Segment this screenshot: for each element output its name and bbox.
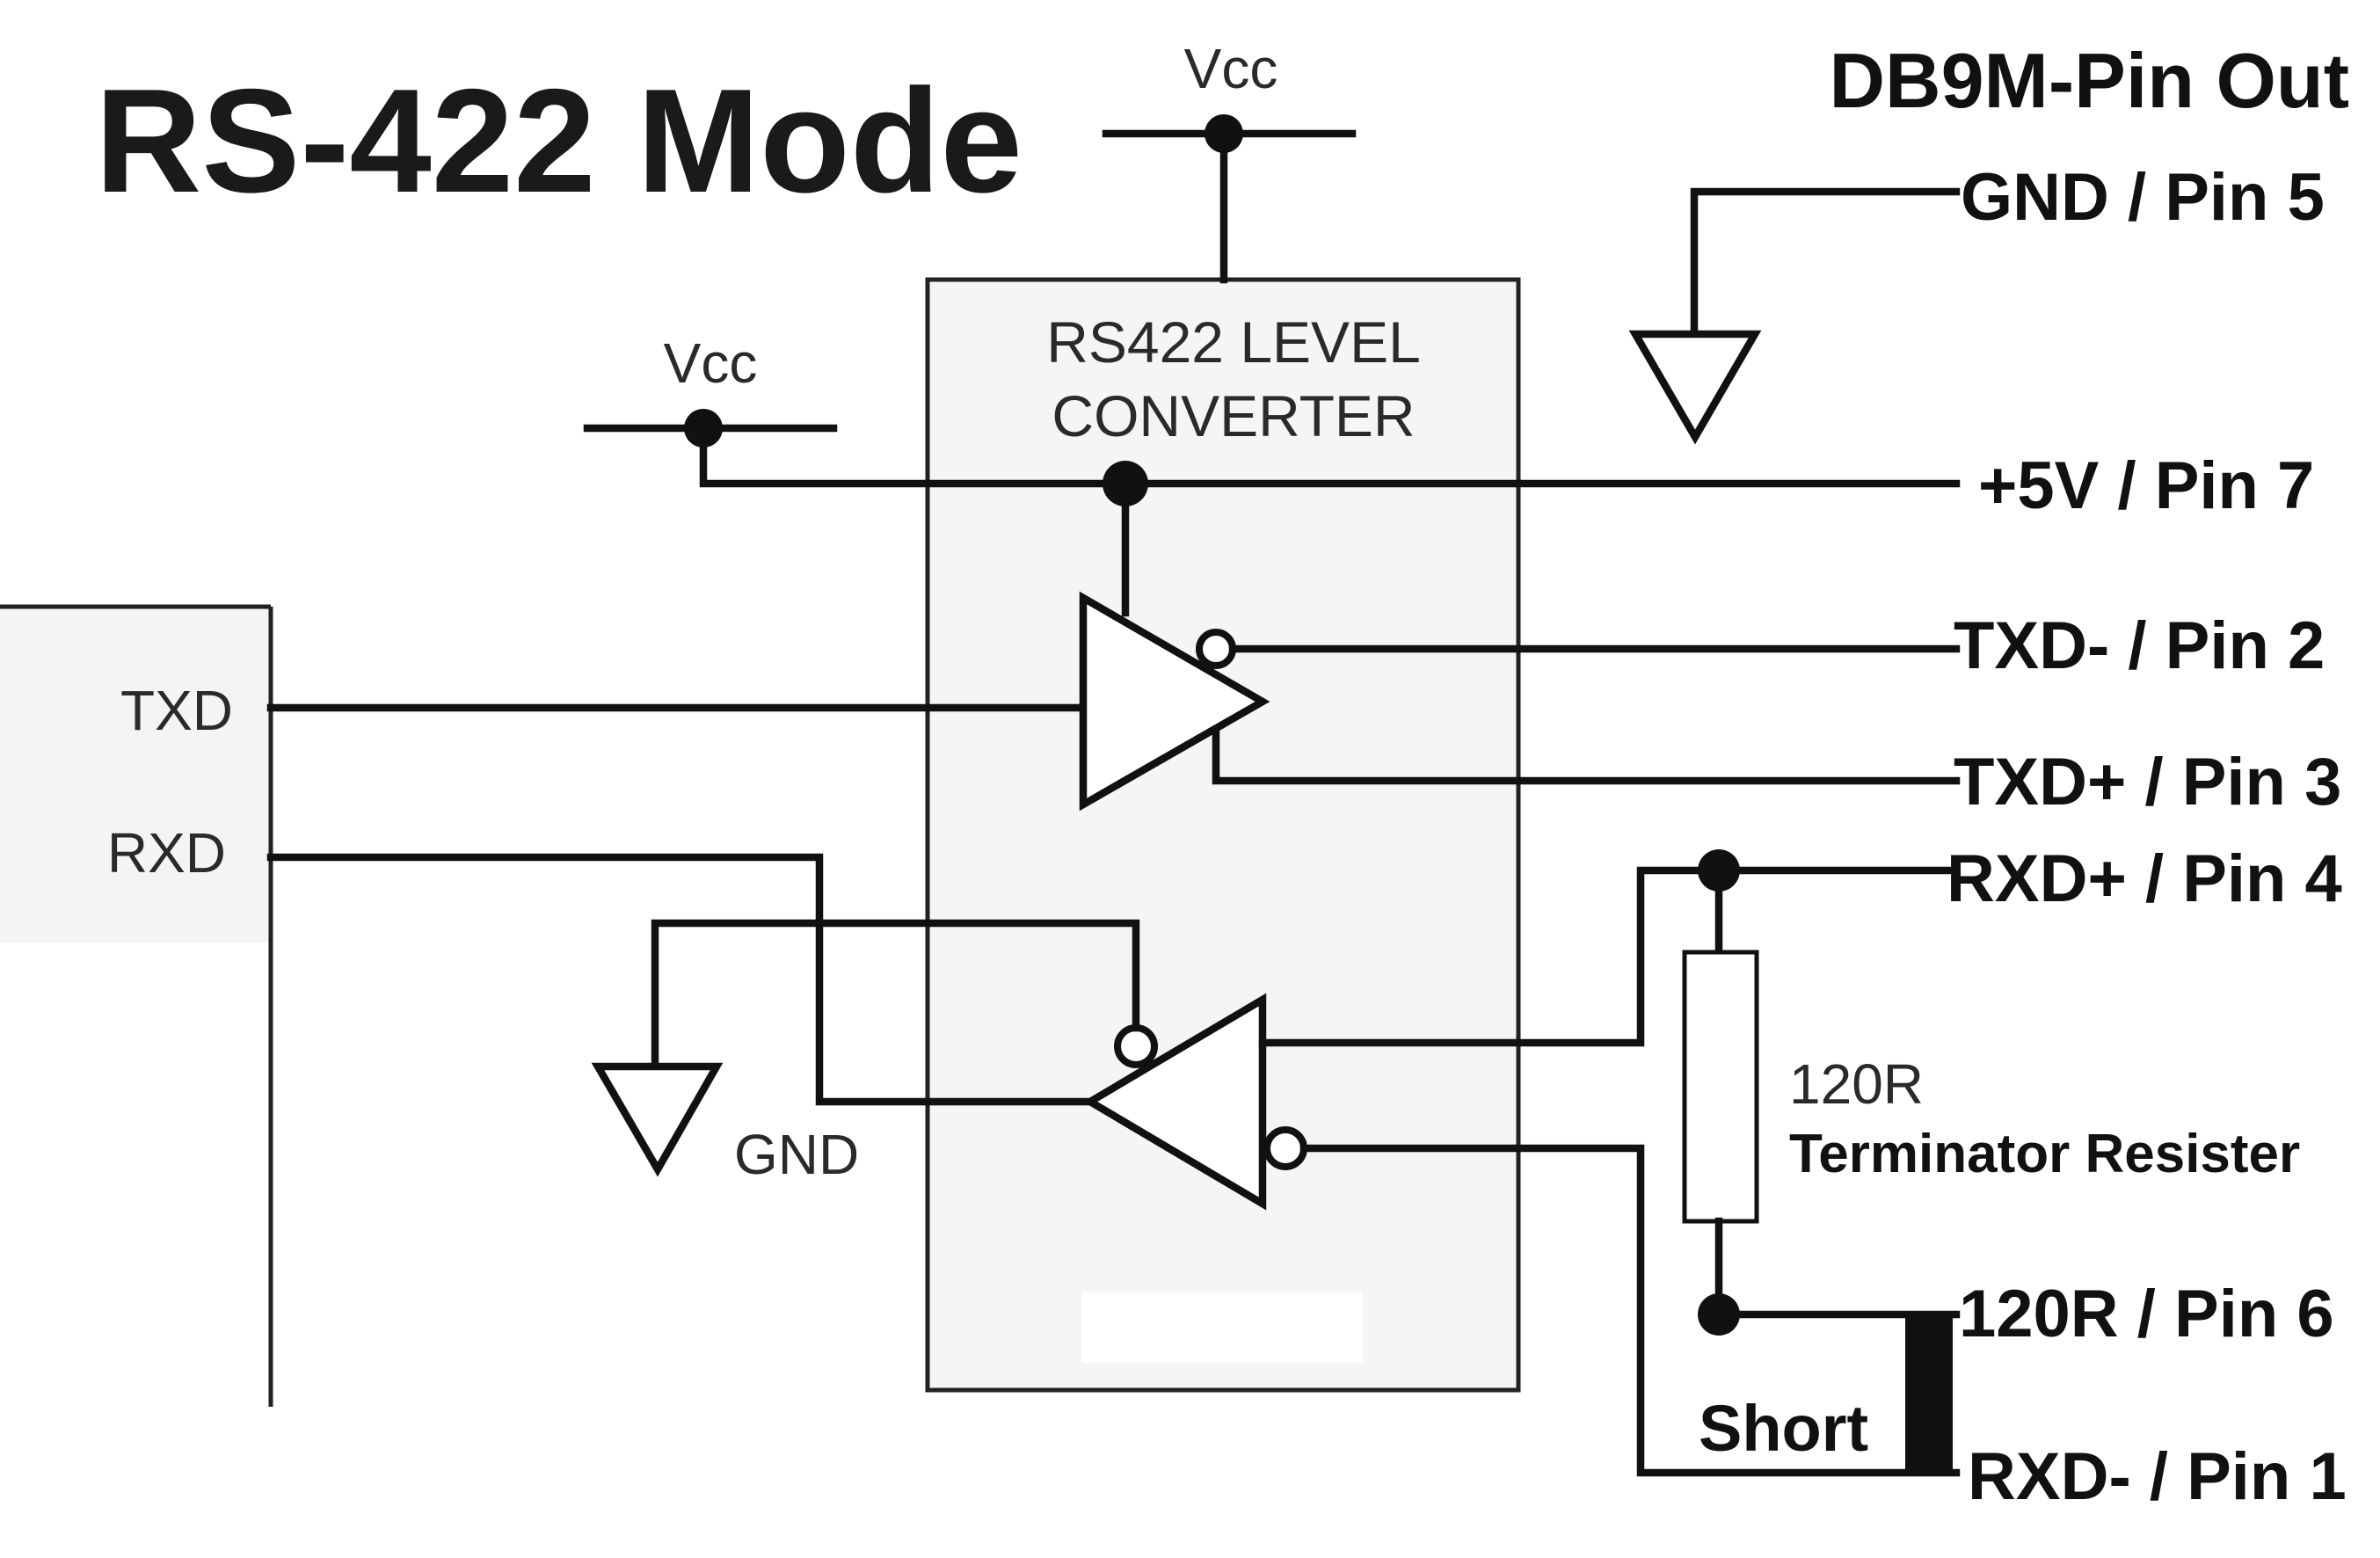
- gnd-symbol-right: [1628, 330, 1762, 445]
- converter-label-line1: RS422 LEVEL: [1046, 309, 1421, 375]
- uart-block: [0, 607, 271, 943]
- resistor-caption: Terminator Resister: [1789, 1124, 2300, 1184]
- converter-label-blank: [1081, 1292, 1363, 1363]
- rxd-plus-wire: [1258, 866, 1961, 1047]
- short-label: Short: [1699, 1392, 1868, 1465]
- pin-label-rxd-plus: RXD+ / Pin 4: [1947, 841, 2342, 916]
- rxd-minus-wire: [1299, 1144, 1961, 1477]
- vcc-5v-line: [699, 424, 1961, 488]
- tx-driver-inverting-bubble: [1196, 629, 1236, 669]
- vcc-top-label: Vcc: [1184, 37, 1278, 100]
- pin-label-120r: 120R / Pin 6: [1959, 1277, 2334, 1351]
- pin-label-gnd: GND / Pin 5: [1961, 160, 2325, 235]
- gnd-label: GND: [734, 1123, 859, 1186]
- rx-inverting-bubble: [1263, 1126, 1307, 1170]
- pin-label-5v: +5V / Pin 7: [1978, 448, 2314, 523]
- terminator-resistor: [1682, 950, 1759, 1224]
- gnd-pin-wire: [1690, 187, 1961, 339]
- uart-txd-label: TXD: [120, 679, 233, 742]
- short-jumper-bar: [1905, 1316, 1953, 1475]
- pin-label-rxd-minus: RXD- / Pin 1: [1968, 1439, 2347, 1514]
- vcc-top-junction: [1205, 114, 1243, 153]
- uart-rxd-label: RXD: [107, 821, 226, 885]
- txd-plus-wire: [1212, 725, 1961, 785]
- rxd-wire: [266, 853, 1095, 1106]
- level-converter-box: [925, 277, 1521, 1393]
- pin-label-txd-minus: TXD- / Pin 2: [1954, 608, 2325, 683]
- tx-driver: [1079, 591, 1270, 812]
- resistor-value-label: 120R: [1789, 1052, 1924, 1116]
- rx-enable-gnd-wire: [651, 919, 1140, 1068]
- rx-enable-bubble: [1114, 1024, 1158, 1068]
- converter-label-line2: CONVERTER: [1052, 383, 1415, 448]
- pin-label-txd-plus: TXD+ / Pin 3: [1954, 745, 2341, 819]
- pinout-heading: DB9M-Pin Out: [1829, 37, 2349, 124]
- vcc-left-label: Vcc: [664, 331, 758, 395]
- rx-receiver: [1082, 993, 1267, 1211]
- gnd-symbol-left: [591, 1062, 724, 1177]
- page-title: RS-422 Mode: [95, 58, 1023, 223]
